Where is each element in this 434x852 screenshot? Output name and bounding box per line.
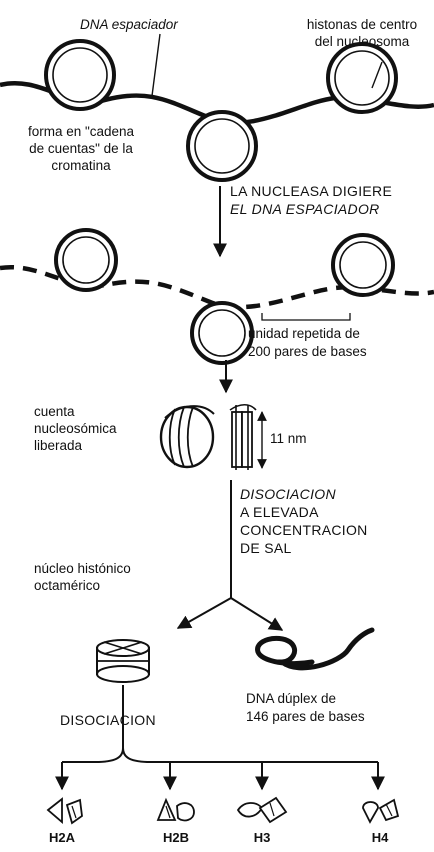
label-core-histones-1: histonas de centro [306, 17, 418, 32]
label-released-bead-3: liberada [34, 438, 83, 453]
label-beads-string-1: forma en "cadena [27, 124, 135, 139]
label-core-histones-2: del nucleosoma [314, 34, 410, 49]
histone-h2b-shape [156, 797, 195, 822]
released-bead-front [159, 405, 215, 469]
nucleosome-bead-4 [54, 228, 118, 292]
label-salt-dissociation-4: DE SAL [240, 540, 292, 556]
label-octamer-core-1: núcleo histónico [34, 561, 131, 576]
label-dna-spacer: DNA espaciador [80, 17, 178, 32]
arrow-to-duplex [230, 597, 284, 631]
label-h2a: H2A [48, 830, 75, 845]
label-repeat-unit-2: 200 pares de bases [248, 344, 367, 359]
label-nuclease-2: EL DNA ESPACIADOR [230, 201, 380, 217]
label-nuclease-1: LA NUCLEASA DIGIERE [230, 183, 393, 199]
dna-duplex-strand [255, 627, 375, 671]
arrow-to-octamer [176, 597, 232, 629]
label-released-bead-2: nucleosómica [34, 421, 117, 436]
pointer-histones [371, 61, 383, 89]
label-dna-duplex-2: 146 pares de bases [246, 709, 365, 724]
repeat-unit-bracket [261, 313, 351, 321]
nucleosome-bead-3 [326, 42, 398, 114]
histone-octamer-core [96, 639, 150, 683]
histone-split-bracket [62, 747, 378, 763]
released-bead-side [229, 403, 257, 470]
nucleosome-bead-5 [190, 301, 254, 365]
label-h4: H4 [371, 830, 389, 845]
nucleosome-bead-6 [331, 233, 395, 297]
label-released-bead-1: cuenta [34, 404, 75, 419]
label-octamer-core-2: octamérico [34, 578, 101, 593]
label-beads-string-3: cromatina [51, 158, 111, 173]
label-h2b: H2B [162, 830, 189, 845]
histone-h4-shape [362, 798, 400, 824]
pointer-dna-spacer [151, 33, 161, 97]
histone-h2a-shape [46, 797, 83, 825]
histone-h3-shape [236, 796, 288, 824]
label-repeat-unit-1: unidad repetida de [248, 326, 360, 341]
label-beads-string-2: de cuentas" de la [29, 141, 133, 156]
label-dna-duplex-1: DNA dúplex de [246, 691, 337, 706]
label-salt-dissociation-1: DISOCIACION [240, 486, 336, 502]
label-11nm: 11 nm [270, 431, 307, 446]
label-h3: H3 [253, 830, 271, 845]
nucleosome-bead-1 [44, 39, 116, 111]
label-dissociation: DISOCIACION [60, 712, 156, 728]
label-salt-dissociation-3: CONCENTRACION [240, 522, 368, 538]
nucleosome-bead-2 [186, 110, 258, 182]
label-salt-dissociation-2: A ELEVADA [240, 504, 319, 520]
